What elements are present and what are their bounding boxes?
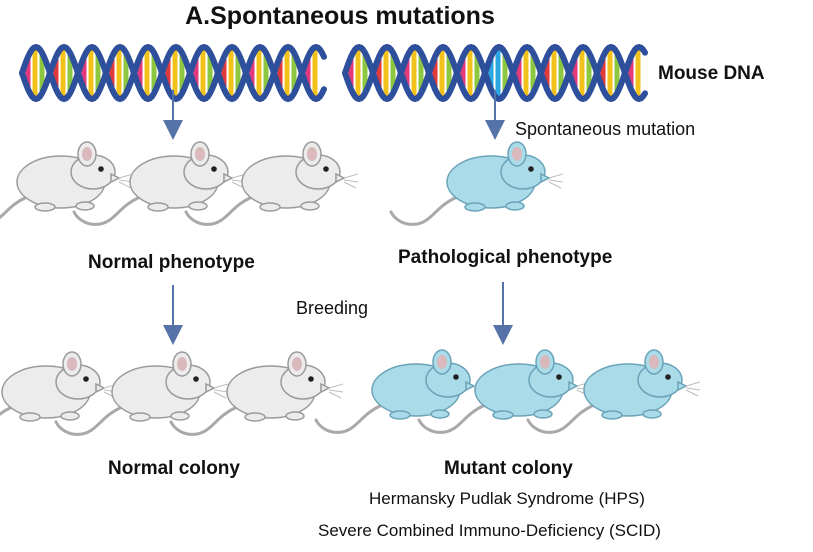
breeding-label: Breeding bbox=[296, 298, 369, 318]
mutant-colony-label: Mutant colony bbox=[444, 458, 573, 479]
disease-scid: Severe Combined Immuno-Deficiency (SCID) bbox=[318, 521, 661, 540]
mouse-dna-label: Mouse DNA bbox=[658, 63, 765, 84]
normal-colony-label: Normal colony bbox=[108, 458, 240, 479]
dna-backbone-strand bbox=[342, 43, 648, 103]
dna-helix-left bbox=[19, 43, 327, 103]
pathological-phenotype-label: Pathological phenotype bbox=[398, 247, 613, 268]
diagram-title: A.Spontaneous mutations bbox=[185, 2, 495, 30]
normal-mouse-icon bbox=[0, 140, 135, 226]
normal-phenotype-label: Normal phenotype bbox=[88, 252, 255, 273]
disease-hps: Hermansky Pudlak Syndrome (HPS) bbox=[369, 489, 645, 508]
spontaneous-mutation-label: Spontaneous mutation bbox=[515, 119, 696, 139]
mutant-mouse-icon bbox=[389, 140, 565, 226]
